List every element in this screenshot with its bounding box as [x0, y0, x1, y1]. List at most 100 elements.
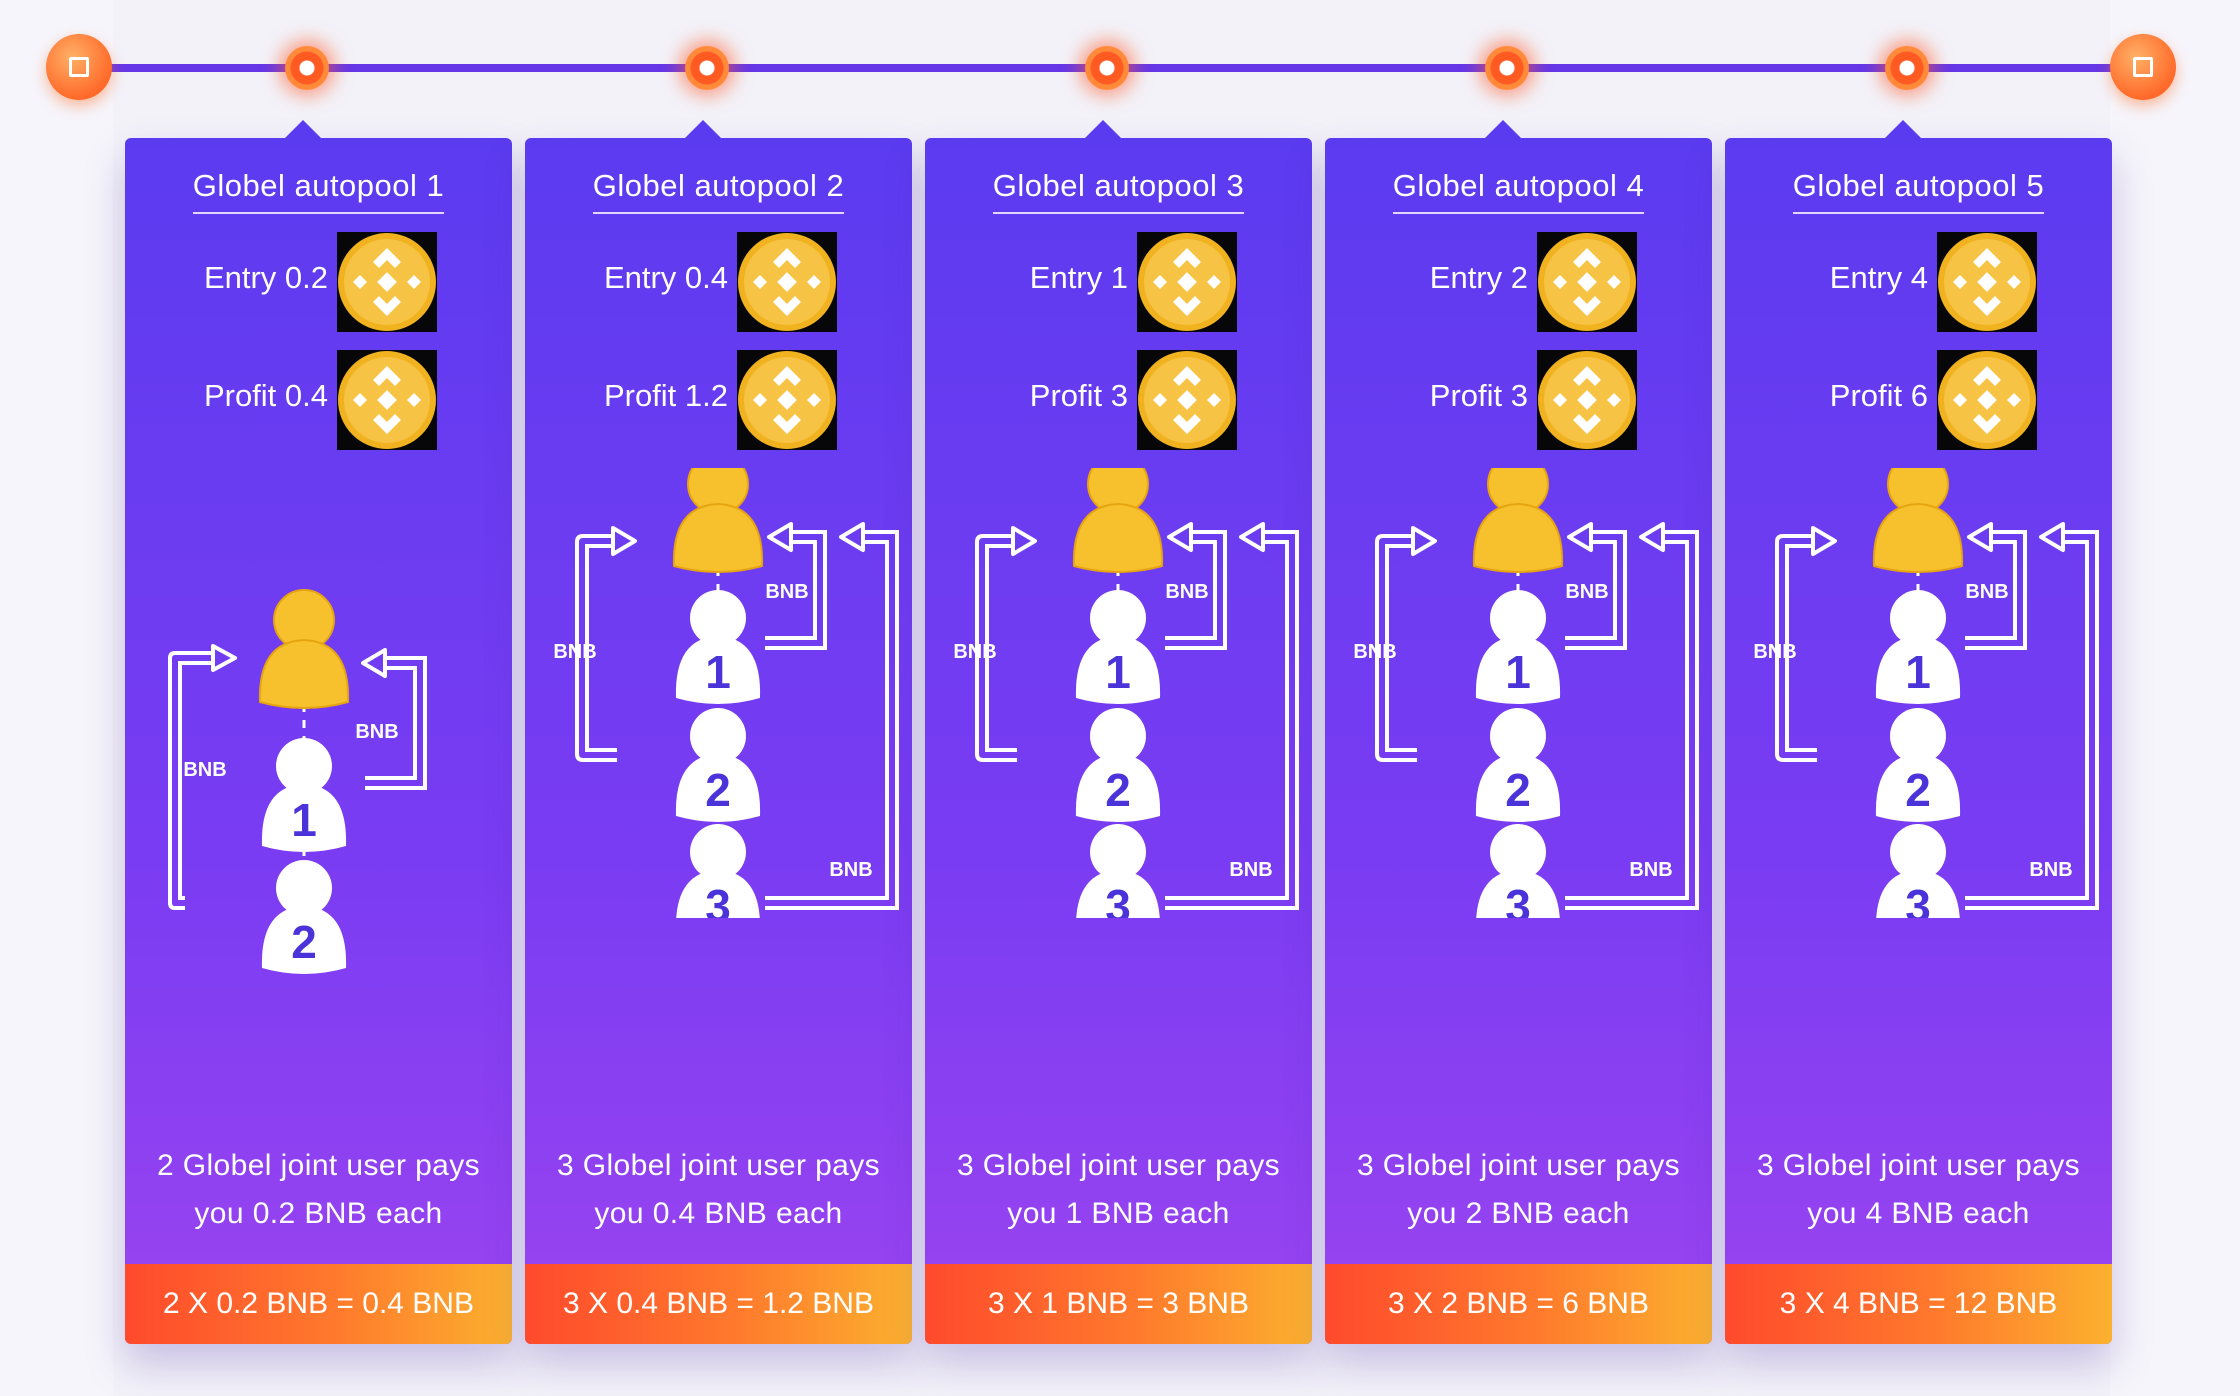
user-figure-1: 1 — [1475, 590, 1561, 704]
profit-label: Profit 3 — [1429, 378, 1528, 413]
entry-row: Entry 4 — [1725, 232, 2112, 332]
bnb-coin-icon — [1937, 350, 2037, 450]
bnb-coin-icon — [737, 232, 837, 332]
autopool-cards: Globel autopool 1 Entry 0.2 Profit 0.4 — [125, 120, 2115, 1346]
entry-label: Entry 1 — [1029, 260, 1128, 295]
bnb-coin-icon — [1137, 350, 1237, 450]
description-line-2: you 1 BNB each — [1007, 1197, 1230, 1230]
user-figure-3: 3 — [1875, 824, 1961, 938]
svg-text:BNB: BNB — [1965, 581, 2008, 603]
card-pointer — [1485, 120, 1521, 138]
svg-text:BNB: BNB — [1353, 641, 1396, 663]
pool-title: Globel autopool 1 — [125, 168, 512, 214]
autopool-card-2[interactable]: Globel autopool 2 Entry 0.4 Profit 1.2 — [525, 120, 912, 1344]
timeline-node-3[interactable] — [1085, 46, 1129, 90]
timeline-node-1[interactable] — [285, 46, 329, 90]
user-figure-2: 2 — [1875, 708, 1961, 822]
svg-text:3: 3 — [1505, 880, 1531, 918]
svg-text:1: 1 — [291, 794, 317, 846]
bnb-coin-icon — [1537, 350, 1637, 450]
timeline-node-4[interactable] — [1485, 46, 1529, 90]
svg-text:2: 2 — [291, 916, 317, 968]
svg-text:2: 2 — [1505, 764, 1531, 816]
svg-text:BNB: BNB — [355, 721, 398, 743]
profit-label: Profit 6 — [1829, 378, 1928, 413]
autopool-card-1[interactable]: Globel autopool 1 Entry 0.2 Profit 0.4 — [125, 120, 512, 1344]
svg-text:2: 2 — [705, 764, 731, 816]
svg-text:BNB: BNB — [1165, 581, 1208, 603]
entry-row: Entry 0.4 — [525, 232, 912, 332]
svg-text:2: 2 — [1105, 764, 1131, 816]
user-figure-2: 2 — [675, 708, 761, 822]
bnb-coin-icon — [1537, 232, 1637, 332]
bnb-coin-icon — [337, 350, 437, 450]
entry-row: Entry 0.2 — [125, 232, 512, 332]
svg-text:BNB: BNB — [953, 641, 996, 663]
profit-label: Profit 3 — [1029, 378, 1128, 413]
description-line-1: 3 Globel joint user pays — [556, 1149, 881, 1182]
owner-user-icon — [258, 589, 350, 709]
user-figure-3: 3 — [675, 824, 761, 938]
pool-description: 3 Globel joint user pays you 2 BNB each — [1325, 1142, 1712, 1238]
svg-text:BNB: BNB — [553, 641, 596, 663]
profit-calculation-banner: 3 X 4 BNB = 12 BNB — [1725, 1264, 2112, 1344]
svg-text:BNB: BNB — [765, 581, 808, 603]
timeline-end-icon[interactable] — [2110, 34, 2176, 100]
payment-flow-diagram: BNB BNB BNB 1 2 3 — [1725, 453, 2112, 938]
owner-user-icon — [1872, 453, 1964, 573]
svg-text:3: 3 — [1905, 880, 1931, 918]
autopool-card-5[interactable]: Globel autopool 5 Entry 4 Profit 6 — [1725, 120, 2112, 1344]
pool-description: 3 Globel joint user pays you 0.4 BNB eac… — [525, 1142, 912, 1238]
user-figure-2: 2 — [261, 860, 347, 974]
payment-flow-diagram: BNB BNB BNB 1 2 3 — [525, 453, 912, 938]
description-line-1: 2 Globel joint user pays — [156, 1149, 481, 1182]
entry-label: Entry 2 — [1429, 260, 1528, 295]
description-line-2: you 0.4 BNB each — [594, 1197, 843, 1230]
bnb-coin-icon — [1937, 232, 2037, 332]
pool-title: Globel autopool 2 — [525, 168, 912, 214]
user-figure-2: 2 — [1475, 708, 1561, 822]
svg-text:3: 3 — [705, 880, 731, 918]
pool-title: Globel autopool 4 — [1325, 168, 1712, 214]
user-figure-1: 1 — [1075, 590, 1161, 704]
svg-text:BNB: BNB — [1229, 859, 1272, 881]
svg-text:BNB: BNB — [1629, 859, 1672, 881]
timeline-node-5[interactable] — [1885, 46, 1929, 90]
entry-row: Entry 1 — [925, 232, 1312, 332]
entry-label: Entry 4 — [1829, 260, 1928, 295]
card-pointer — [1085, 120, 1121, 138]
owner-user-icon — [672, 453, 764, 573]
description-line-2: you 2 BNB each — [1407, 1197, 1630, 1230]
timeline-start-icon[interactable] — [46, 34, 112, 100]
profit-row: Profit 6 — [1725, 350, 2112, 450]
profit-calculation-banner: 2 X 0.2 BNB = 0.4 BNB — [125, 1264, 512, 1344]
timeline — [0, 0, 2240, 140]
payment-flow-diagram: BNB BNB 1 2 — [125, 528, 512, 978]
card-pointer — [685, 120, 721, 138]
profit-row: Profit 0.4 — [125, 350, 512, 450]
bnb-coin-icon — [337, 232, 437, 332]
user-figure-3: 3 — [1475, 824, 1561, 938]
svg-text:1: 1 — [705, 646, 731, 698]
bnb-coin-icon — [1137, 232, 1237, 332]
user-figure-1: 1 — [1875, 590, 1961, 704]
timeline-node-2[interactable] — [685, 46, 729, 90]
pool-description: 3 Globel joint user pays you 1 BNB each — [925, 1142, 1312, 1238]
svg-text:1: 1 — [1105, 646, 1131, 698]
svg-text:3: 3 — [1105, 880, 1131, 918]
profit-calculation-banner: 3 X 2 BNB = 6 BNB — [1325, 1264, 1712, 1344]
description-line-1: 3 Globel joint user pays — [1756, 1149, 2081, 1182]
owner-user-icon — [1072, 453, 1164, 573]
payment-flow-diagram: BNB BNB BNB 1 2 3 — [925, 453, 1312, 938]
description-line-1: 3 Globel joint user pays — [956, 1149, 1281, 1182]
pool-title: Globel autopool 5 — [1725, 168, 2112, 214]
svg-text:BNB: BNB — [2029, 859, 2072, 881]
card-pointer — [1885, 120, 1921, 138]
user-figure-1: 1 — [261, 738, 347, 852]
autopool-card-3[interactable]: Globel autopool 3 Entry 1 Profit 3 — [925, 120, 1312, 1344]
pool-title: Globel autopool 3 — [925, 168, 1312, 214]
svg-text:BNB: BNB — [183, 759, 226, 781]
autopool-card-4[interactable]: Globel autopool 4 Entry 2 Profit 3 — [1325, 120, 1712, 1344]
profit-row: Profit 3 — [1325, 350, 1712, 450]
profit-label: Profit 0.4 — [203, 378, 328, 413]
